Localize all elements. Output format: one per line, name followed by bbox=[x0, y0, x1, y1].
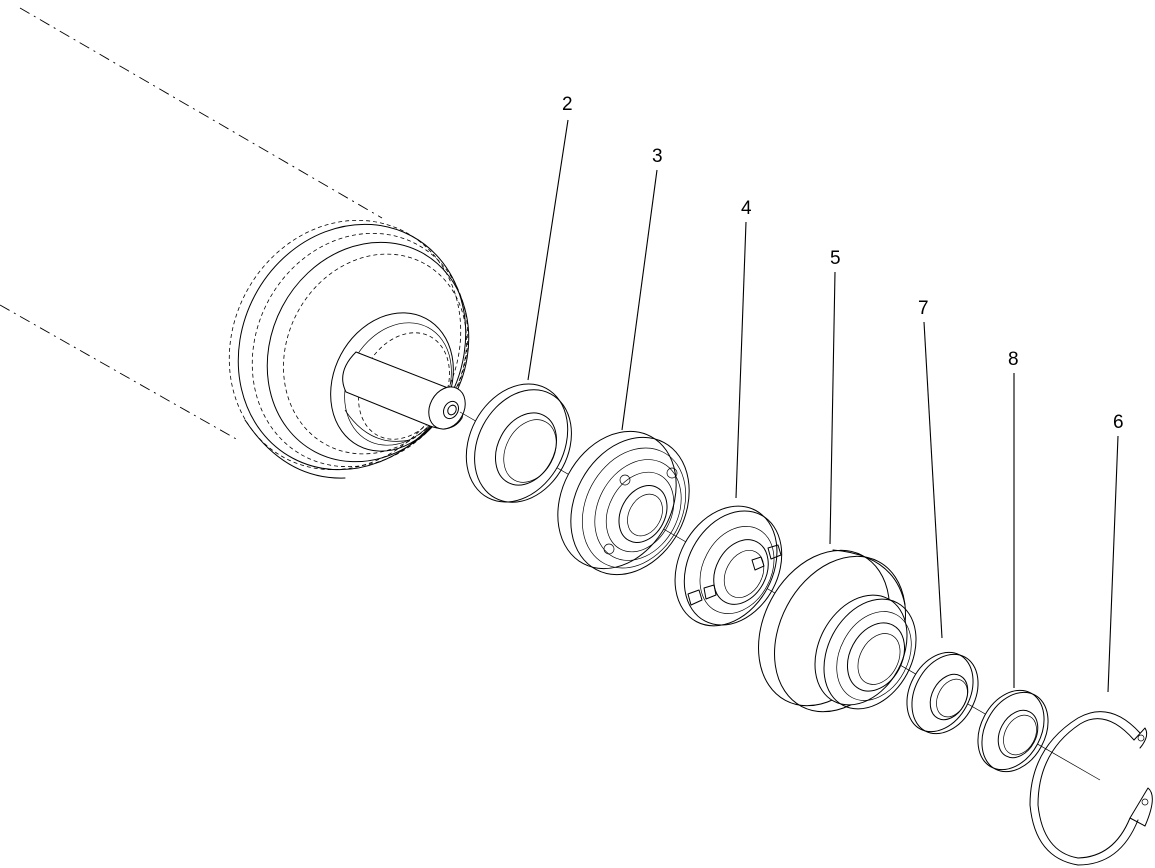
callout-8: 8 bbox=[1008, 349, 1019, 688]
shaft bbox=[342, 351, 466, 430]
callout-6: 6 bbox=[1107, 412, 1124, 693]
callout-label-3: 3 bbox=[652, 146, 663, 167]
part-4-retainer bbox=[674, 505, 783, 627]
callout-label-6: 6 bbox=[1113, 412, 1124, 433]
callout-3: 3 bbox=[621, 146, 663, 431]
callout-label-7: 7 bbox=[918, 298, 929, 319]
callout-7: 7 bbox=[918, 298, 943, 639]
part-2-spacer bbox=[465, 383, 572, 503]
callout-4: 4 bbox=[735, 198, 752, 499]
part-5-seal-housing bbox=[758, 549, 917, 713]
part-8-washer bbox=[977, 689, 1049, 773]
part-3-bearing bbox=[557, 430, 690, 576]
roller-end-cap bbox=[228, 219, 470, 479]
roller-tube bbox=[0, 7, 383, 441]
part-6-snap-ring bbox=[1029, 711, 1153, 866]
callout-label-8: 8 bbox=[1008, 349, 1019, 370]
callout-label-4: 4 bbox=[741, 198, 752, 219]
callout-label-5: 5 bbox=[830, 248, 841, 269]
callout-label-2: 2 bbox=[562, 94, 573, 115]
callout-5: 5 bbox=[829, 248, 841, 545]
part-7-washer bbox=[906, 651, 979, 735]
callout-2: 2 bbox=[527, 94, 573, 381]
